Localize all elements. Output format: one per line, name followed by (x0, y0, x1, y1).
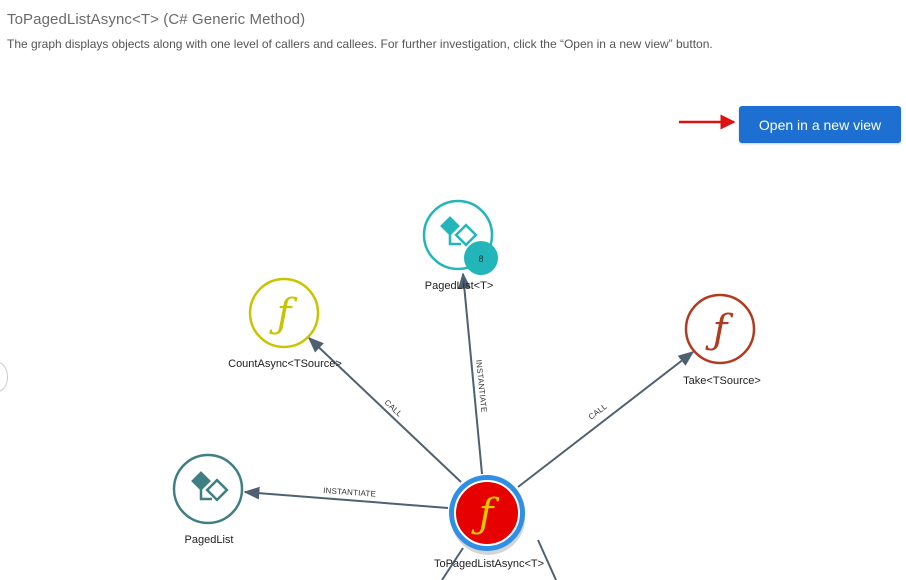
graph-edges (243, 272, 695, 580)
edge-instantiate-paged-list-t (457, 272, 483, 475)
open-in-new-view-button[interactable]: Open in a new view (739, 106, 901, 143)
edge-offscreen-right (537, 539, 557, 580)
node-paged-list-t[interactable]: 8 PagedList<T> (422, 199, 498, 292)
edge-call-count-async (307, 336, 462, 483)
edge-call-take (517, 351, 695, 488)
edge-offscreen-left (441, 547, 464, 580)
edge-label-call-count-async: CALL (383, 398, 405, 419)
node-center-to-paged-list-async[interactable]: ƒ ToPagedListAsync<T> (434, 475, 544, 570)
node-take[interactable]: ƒ Take<TSource> (683, 293, 761, 387)
badge-circle (464, 241, 498, 275)
node-count-async[interactable]: ƒ CountAsync<TSource> (228, 277, 342, 370)
node-label: ToPagedListAsync<T> (434, 558, 544, 570)
page-title: ToPagedListAsync<T> (C# Generic Method) (7, 11, 306, 28)
node-label: Take<TSource> (683, 375, 761, 387)
node-label: PagedList (185, 534, 234, 546)
class-icon (440, 216, 478, 247)
page-description: The graph displays objects along with on… (7, 37, 713, 51)
edge-label-instantiate-paged-list: INSTANTIATE (323, 486, 377, 499)
count-badge: 8 (478, 254, 483, 264)
node-label: PagedList<T> (425, 280, 494, 292)
edge-instantiate-paged-list (243, 486, 449, 509)
node-paged-list[interactable]: PagedList (172, 453, 244, 546)
node-label: CountAsync<TSource> (228, 358, 342, 370)
class-icon (191, 471, 229, 502)
